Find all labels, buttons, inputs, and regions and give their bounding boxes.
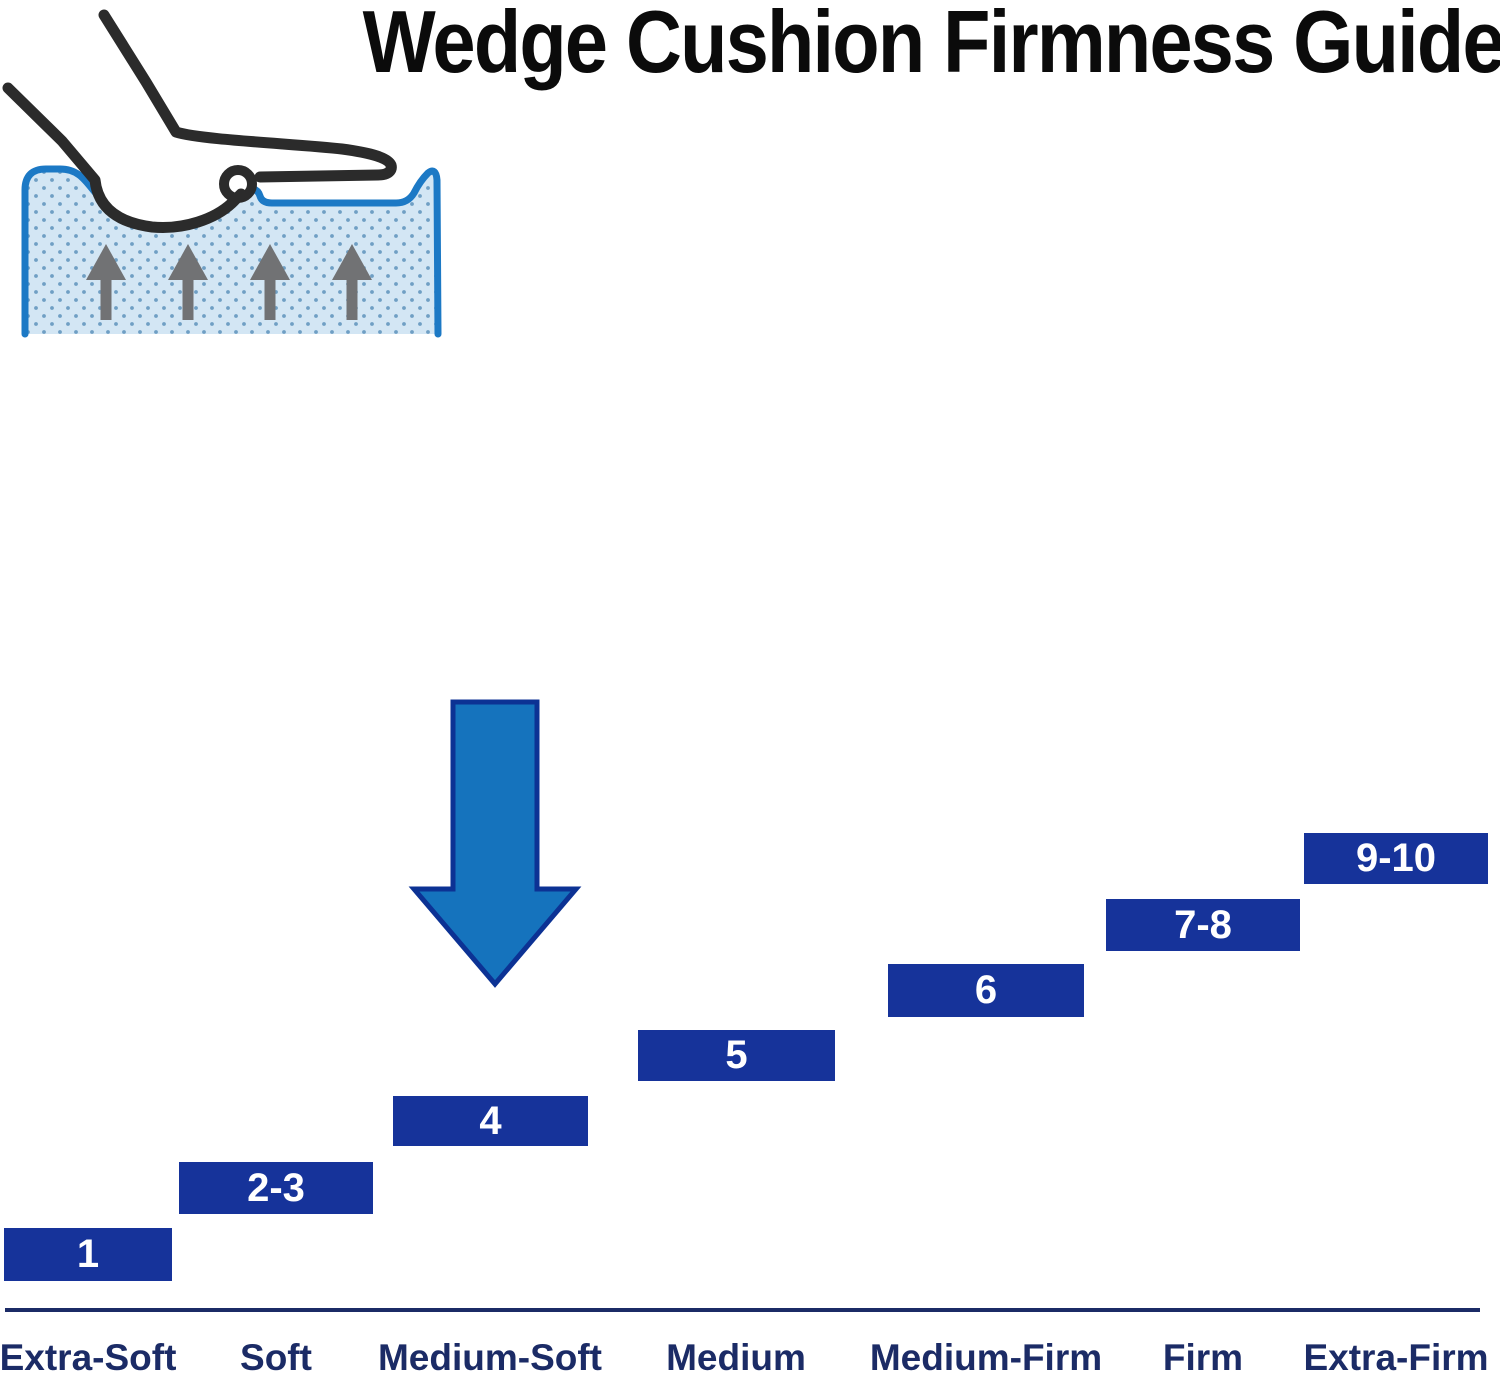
category-label-extra-soft: Extra-Soft <box>0 1337 177 1378</box>
bar-value-label: 7-8 <box>1174 902 1232 947</box>
support-arrows-up-icon <box>86 244 372 320</box>
firmness-bar-5: 5 <box>638 1030 835 1081</box>
bar-value-label: 6 <box>974 968 998 1012</box>
category-label-medium: Medium <box>666 1337 806 1378</box>
support-arrow-up-icon <box>332 244 372 320</box>
support-arrow-up-icon <box>250 244 290 320</box>
support-arrow-up-icon <box>86 244 126 320</box>
firmness-bar-2-3: 2-3 <box>179 1162 373 1214</box>
firmness-bar-4: 4 <box>393 1096 588 1146</box>
category-label-medium-firm: Medium-Firm <box>869 1337 1103 1378</box>
firmness-bar-6: 6 <box>888 964 1084 1017</box>
down-arrow-icon <box>408 699 582 988</box>
bar-value-label: 4 <box>479 1098 502 1143</box>
bar-value-label: 9-10 <box>1355 836 1437 880</box>
category-label-medium-soft: Medium-Soft <box>377 1337 603 1378</box>
category-label-extra-firm: Extra-Firm <box>1303 1337 1489 1378</box>
axis-line <box>5 1308 1480 1312</box>
firmness-bar-7-8: 7-8 <box>1106 899 1300 951</box>
foot-on-cushion-icon <box>2 9 442 338</box>
firmness-bar-9-10: 9-10 <box>1304 833 1488 884</box>
bar-value-label: 1 <box>76 1232 100 1276</box>
foot-outline-icon <box>2 9 397 233</box>
bar-value-label: 2-3 <box>247 1165 305 1210</box>
category-label-soft: Soft <box>240 1337 312 1378</box>
bar-value-label: 5 <box>725 1033 748 1077</box>
page-title: Wedge Cushion Firmness Guide <box>362 0 1500 91</box>
firmness-bar-1: 1 <box>4 1228 172 1281</box>
category-label-firm: Firm <box>1162 1337 1244 1378</box>
support-arrow-up-icon <box>168 244 208 320</box>
